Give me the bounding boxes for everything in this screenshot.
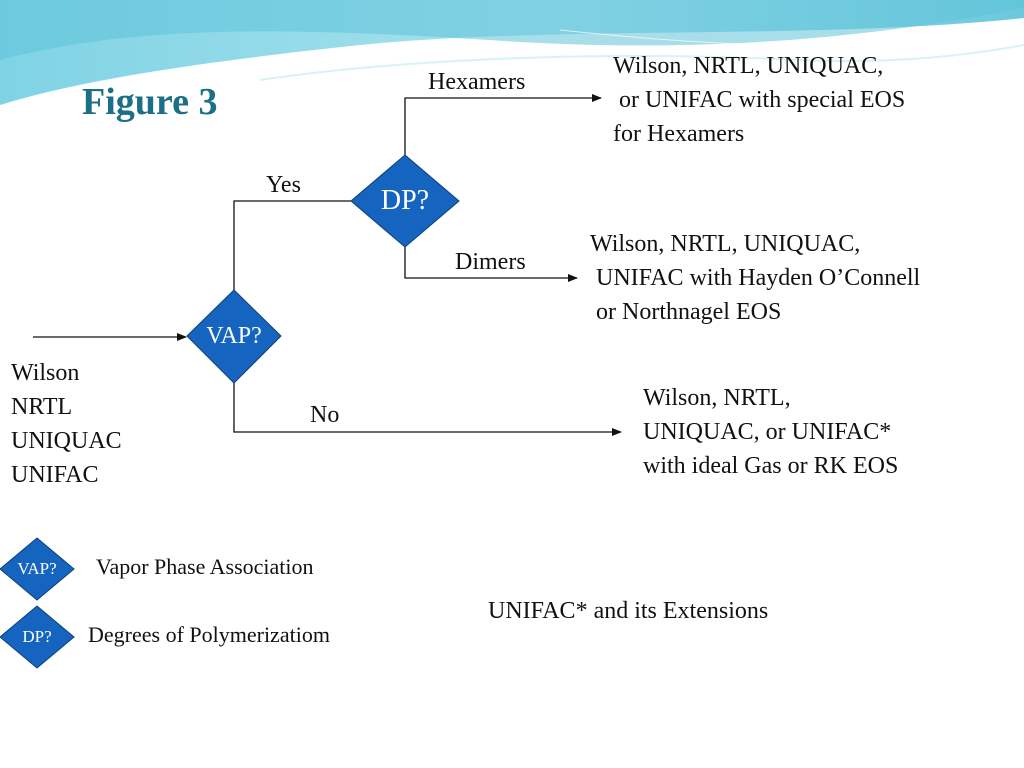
vap-diamond xyxy=(186,289,282,384)
input-model-item: Wilson xyxy=(11,360,80,386)
outcome-line: for Hexamers xyxy=(613,121,745,147)
outcome-line: Wilson, NRTL, UNIQUAC, xyxy=(613,53,884,79)
outcome-line: Wilson, NRTL, UNIQUAC, xyxy=(590,231,861,257)
input-model-item: NRTL xyxy=(11,394,73,420)
hexamers-branch-label: Hexamers xyxy=(428,69,526,95)
dp-diamond xyxy=(350,154,460,248)
dimers-branch-label: Dimers xyxy=(455,249,526,275)
legend-vap-description: Vapor Phase Association xyxy=(96,554,314,579)
outcome-line: with ideal Gas or RK EOS xyxy=(643,453,899,479)
legend-dp-description: Degrees of Polymerizatiom xyxy=(88,622,330,647)
dimers-connector xyxy=(404,247,578,282)
footnote: UNIFAC* and its Extensions xyxy=(488,598,769,624)
input-model-item: UNIQUAC xyxy=(11,428,122,454)
outcome-line: or UNIFAC with special EOS xyxy=(613,87,906,113)
legend-vap-symbol-label: VAP? xyxy=(17,559,57,578)
yes-connector xyxy=(233,200,351,290)
vap-decision-label: VAP? xyxy=(206,323,262,349)
legend-dp-diamond xyxy=(0,605,75,669)
outcome-line: or Northnagel EOS xyxy=(590,299,782,325)
yes-branch-label: Yes xyxy=(266,172,301,198)
legend-dp-symbol-label: DP? xyxy=(22,627,52,646)
outcome-line: UNIQUAC, or UNIFAC* xyxy=(643,419,892,445)
hexamers-connector xyxy=(404,94,602,155)
page-title: Figure 3 xyxy=(82,81,218,123)
dp-decision-label: DP? xyxy=(380,185,430,216)
outcome-line: UNIFAC with Hayden O’Connell xyxy=(590,265,921,291)
legend-vap-diamond xyxy=(0,537,75,601)
input-model-item: UNIFAC xyxy=(11,462,99,488)
no-connector xyxy=(233,383,622,436)
no-branch-label: No xyxy=(310,402,340,428)
outcome-line: Wilson, NRTL, xyxy=(643,385,791,411)
